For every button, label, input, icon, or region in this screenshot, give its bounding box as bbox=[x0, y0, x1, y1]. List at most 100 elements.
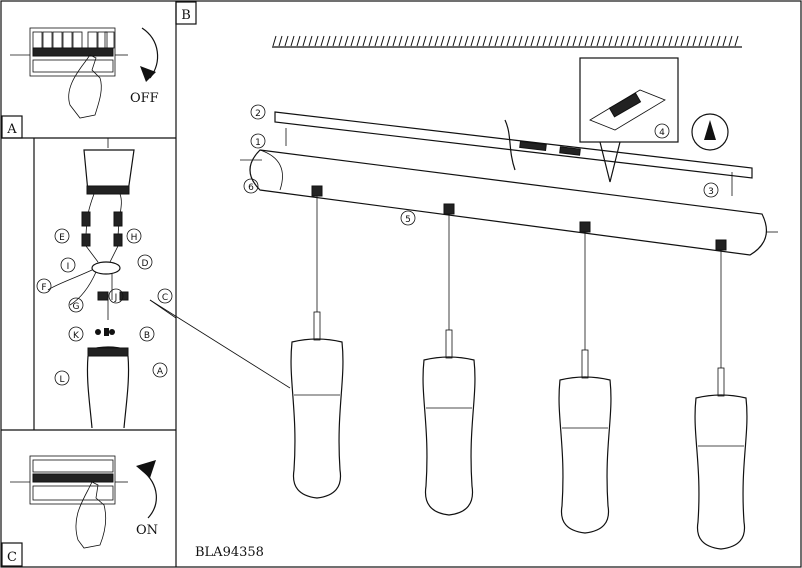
arrow-head-icon bbox=[136, 460, 156, 478]
hatch-stroke bbox=[524, 35, 529, 47]
hatch-stroke bbox=[296, 35, 301, 47]
ceiling-hatch bbox=[272, 35, 739, 47]
hatch-stroke bbox=[428, 35, 433, 47]
hatch-stroke bbox=[638, 35, 643, 47]
panel-c-label: C bbox=[7, 550, 17, 565]
cable bbox=[504, 119, 516, 171]
hatch-stroke bbox=[572, 35, 577, 47]
hatch-stroke bbox=[644, 35, 649, 47]
on-label: ON bbox=[136, 523, 158, 538]
hatch-stroke bbox=[314, 35, 319, 47]
part-label-l: L bbox=[59, 375, 64, 385]
hatch-stroke bbox=[656, 35, 661, 47]
panel-b-label: B bbox=[181, 8, 191, 23]
hatch-stroke bbox=[494, 35, 499, 47]
part-label-d: D bbox=[142, 259, 149, 269]
hatch-stroke bbox=[464, 35, 469, 47]
arrow-head-icon bbox=[140, 66, 156, 82]
step-4-label: 4 bbox=[659, 128, 665, 138]
hatch-stroke bbox=[530, 35, 535, 47]
hatch-stroke bbox=[704, 35, 709, 47]
part-label-e: E bbox=[59, 233, 65, 243]
hatch-stroke bbox=[602, 35, 607, 47]
hatch-stroke bbox=[716, 35, 721, 47]
step-labels: 1 2 3 4 5 6 bbox=[243, 104, 719, 226]
model-code: BLA94358 bbox=[195, 545, 264, 560]
off-label: OFF bbox=[130, 91, 159, 106]
hatch-stroke bbox=[398, 35, 403, 47]
hatch-stroke bbox=[302, 35, 307, 47]
panel-b-badge: B bbox=[175, 1, 197, 25]
step-1-label: 1 bbox=[255, 138, 261, 148]
hatch-stroke bbox=[476, 35, 481, 47]
connector-h bbox=[113, 211, 123, 227]
hatch-stroke bbox=[326, 35, 331, 47]
breaker-switch-row bbox=[32, 31, 115, 73]
canopy-bar bbox=[249, 149, 768, 256]
hatch-stroke bbox=[440, 35, 445, 47]
hatch-stroke bbox=[590, 35, 595, 47]
hatch-stroke bbox=[320, 35, 325, 47]
hatch-stroke bbox=[386, 35, 391, 47]
hatch-stroke bbox=[692, 35, 697, 47]
part-label-k: K bbox=[73, 331, 80, 341]
part-label-i: I bbox=[67, 262, 70, 272]
hatch-stroke bbox=[614, 35, 619, 47]
step-3-label: 3 bbox=[708, 187, 714, 197]
hatch-stroke bbox=[536, 35, 541, 47]
part-label-b: B bbox=[144, 331, 150, 341]
hatch-stroke bbox=[332, 35, 337, 47]
pendant-lamp-3 bbox=[558, 221, 612, 534]
step-2-label: 2 bbox=[255, 109, 261, 119]
hatch-stroke bbox=[344, 35, 349, 47]
hatch-stroke bbox=[422, 35, 427, 47]
part-labels: E H I D F G J C K B L A bbox=[36, 228, 173, 386]
wall-anchor-detail bbox=[691, 113, 729, 151]
hatch-stroke bbox=[578, 35, 583, 47]
hatch-stroke bbox=[470, 35, 475, 47]
hatch-stroke bbox=[506, 35, 511, 47]
hatch-stroke bbox=[542, 35, 547, 47]
hatch-stroke bbox=[734, 35, 739, 47]
hatch-stroke bbox=[284, 35, 289, 47]
hatch-stroke bbox=[680, 35, 685, 47]
hatch-stroke bbox=[356, 35, 361, 47]
pendant-lamp-4 bbox=[694, 239, 748, 550]
hatch-stroke bbox=[560, 35, 565, 47]
hatch-stroke bbox=[626, 35, 631, 47]
hatch-stroke bbox=[698, 35, 703, 47]
hatch-stroke bbox=[452, 35, 457, 47]
hatch-stroke bbox=[446, 35, 451, 47]
hatch-stroke bbox=[392, 35, 397, 47]
hatch-stroke bbox=[554, 35, 559, 47]
part-label-f: F bbox=[41, 283, 46, 293]
hatch-stroke bbox=[584, 35, 589, 47]
hatch-stroke bbox=[686, 35, 691, 47]
panel-c-badge: C bbox=[1, 542, 23, 567]
hatch-stroke bbox=[596, 35, 601, 47]
breaker-off-illustration: OFF bbox=[10, 27, 159, 119]
terminal-detail-inset bbox=[579, 57, 679, 143]
hand-icon bbox=[75, 481, 107, 549]
mounting-bracket bbox=[274, 111, 753, 179]
pendant-lamp-2 bbox=[422, 203, 476, 516]
hatch-stroke bbox=[380, 35, 385, 47]
hatch-stroke bbox=[650, 35, 655, 47]
hatch-stroke bbox=[308, 35, 313, 47]
hatch-stroke bbox=[512, 35, 517, 47]
part-label-a: A bbox=[157, 367, 164, 377]
panel-a-badge: A bbox=[1, 115, 23, 139]
hatch-stroke bbox=[272, 35, 277, 47]
hatch-stroke bbox=[482, 35, 487, 47]
hatch-stroke bbox=[278, 35, 283, 47]
part-label-g: G bbox=[73, 302, 80, 312]
hatch-stroke bbox=[368, 35, 373, 47]
hatch-stroke bbox=[674, 35, 679, 47]
main-assembly: 1 2 3 4 5 6 bbox=[195, 35, 778, 560]
hatch-stroke bbox=[458, 35, 463, 47]
hand-icon bbox=[68, 54, 102, 119]
hatch-stroke bbox=[710, 35, 715, 47]
